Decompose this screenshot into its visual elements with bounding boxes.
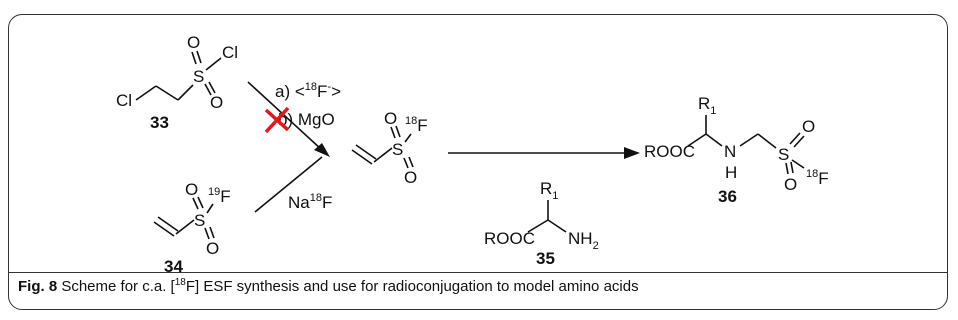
reagent-a: a) < — [275, 82, 305, 101]
svg-text:19F: 19F — [208, 186, 231, 206]
svg-text:18F: 18F — [806, 168, 829, 188]
hydrogen-atom: H — [725, 163, 737, 182]
oxygen-top: O — [187, 33, 200, 52]
figure-caption: Fig. 8 Scheme for c.a. [18F] ESF synthes… — [18, 278, 938, 300]
svg-text:Na18F: Na18F — [288, 192, 332, 212]
svg-text:18F: 18F — [405, 115, 428, 135]
oxygen-top: O — [384, 109, 397, 128]
compound-33: Cl S O O Cl 33 — [116, 33, 238, 132]
svg-text:R1: R1 — [698, 94, 716, 117]
sulfur-atom: S — [778, 145, 789, 164]
isotope-18: 18 — [405, 115, 417, 127]
chlorine-left: Cl — [116, 91, 132, 110]
main-reaction-arrow — [448, 147, 640, 159]
compound-34: S O O 19F 34 — [153, 180, 231, 272]
compound-35: ROOC R1 NH2 35 — [484, 179, 599, 268]
compound-number-35: 35 — [536, 249, 555, 268]
r1-group: R — [540, 179, 552, 198]
ester-group: ROOC — [644, 142, 695, 161]
compound-number-36: 36 — [718, 187, 737, 206]
amine-group: NH — [568, 229, 593, 248]
ester-group: ROOC — [484, 229, 535, 248]
sulfur-atom: S — [194, 211, 205, 230]
reaction-scheme: Cl S O O Cl 33 a) <18F-> b) MgO Na18F S — [116, 33, 829, 272]
oxygen-bottom: O — [404, 168, 417, 187]
compound-number-33: 33 — [150, 113, 169, 132]
oxygen-top: O — [802, 117, 815, 136]
sulfur-atom: S — [193, 67, 204, 86]
svg-text:a) <18F->: a) <18F-> — [275, 81, 341, 101]
compound-number-34: 34 — [164, 257, 183, 272]
caption-isotope: 18 — [174, 277, 186, 288]
reagent-b: b) MgO — [278, 110, 335, 129]
reagent-arrows: a) <18F-> b) MgO Na18F — [247, 81, 341, 213]
reagent-na18f: Na — [288, 193, 310, 212]
r1-group: R — [698, 94, 710, 113]
blocked-route-cross-icon — [264, 106, 290, 134]
chlorine-right: Cl — [222, 43, 238, 62]
caption-divider — [9, 272, 947, 273]
nitrogen-atom: N — [724, 142, 736, 161]
caption-text-end: F] ESF synthesis and use for radioconjug… — [185, 278, 639, 295]
isotope-19: 19 — [208, 186, 220, 198]
oxygen-bottom: O — [206, 239, 219, 258]
figure-label: Fig. 8 — [18, 278, 58, 295]
caption-text-start: Scheme for c.a. [ — [57, 278, 175, 295]
svg-text:NH2: NH2 — [568, 229, 599, 252]
oxygen-top: O — [185, 180, 198, 199]
oxygen-bottom: O — [210, 93, 223, 112]
isotope-18: 18 — [806, 168, 818, 180]
compound-36: ROOC R1 N H S O O 18F 36 — [644, 94, 829, 206]
oxygen-bottom: O — [784, 175, 797, 194]
sulfur-atom: S — [392, 140, 403, 159]
compound-18f-esf: S O O 18F — [351, 109, 428, 187]
svg-text:R1: R1 — [540, 179, 558, 202]
